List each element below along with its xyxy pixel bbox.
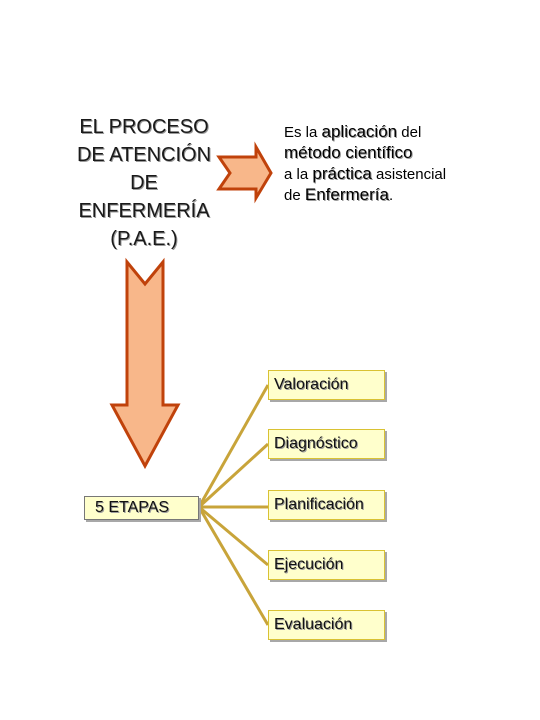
stage-evaluacion: Evaluación [268,610,385,640]
def-text: a la [284,166,313,183]
connector-evaluacion [197,506,270,626]
down-arrow [109,257,181,470]
definition-text: Es la aplicación del método científico a… [284,122,534,206]
stage-planificacion: Planificación [268,490,385,520]
def-text: . [388,187,394,204]
def-highlight: práctica [312,164,372,183]
title-line: DE [130,172,158,194]
def-text: Es la [284,124,322,141]
def-highlight: aplicación [321,122,398,141]
def-text: de [284,187,305,204]
connector-valoracion [197,384,270,508]
def-highlight: Enfermería [304,185,389,204]
connector-ejecucion [198,505,269,567]
process-title: EL PROCESO DE ATENCIÓN DE ENFERMERÍA (P.… [56,113,232,253]
def-text: del [397,124,422,141]
etapas-box: 5 ETAPAS [84,496,199,520]
connector-lines [197,384,270,626]
right-arrow [216,141,273,204]
def-text: asistencial [371,166,447,183]
stage-valoracion: Valoración [268,370,385,400]
title-line: (P.A.E.) [110,228,178,250]
title-line: ENFERMERÍA [78,200,210,222]
def-highlight: método científico [284,143,413,162]
title-line: DE ATENCIÓN [76,144,212,166]
title-line: EL PROCESO [79,116,209,138]
connector-diagnostico [197,442,270,509]
stage-ejecucion: Ejecución [268,550,385,580]
stage-diagnostico: Diagnóstico [268,429,385,459]
